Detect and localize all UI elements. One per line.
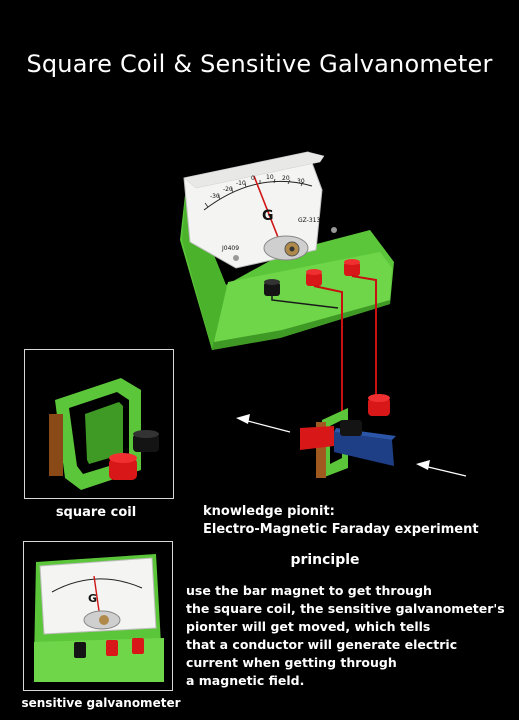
principle-line: that a conductor will generate electric bbox=[186, 637, 458, 652]
principle-heading: principle bbox=[290, 552, 360, 568]
meter-right-marking: GZ-313 bbox=[298, 217, 320, 224]
knowledge-topic: Electro-Magnetic Faraday experiment bbox=[203, 522, 479, 537]
coil-with-magnet bbox=[300, 394, 396, 478]
magnet-blue-pole bbox=[334, 432, 394, 466]
page-title: Square Coil & Sensitive Galvanometer bbox=[26, 50, 493, 78]
meter-left-marking: J0409 bbox=[221, 245, 239, 252]
principle-line: current when getting through bbox=[186, 655, 397, 670]
principle-line: the square coil, the sensitive galvanome… bbox=[186, 601, 505, 616]
magnet-red-pole bbox=[300, 426, 334, 450]
meter-tick-label: 0 bbox=[251, 175, 255, 182]
galvanometer-picture: G bbox=[34, 554, 164, 682]
sensitive-galvanometer-caption: sensitive galvanometer bbox=[21, 696, 181, 710]
motion-arrow-right bbox=[416, 460, 467, 477]
principle-line: pionter will get moved, which tells bbox=[186, 619, 431, 634]
meter-tick-label: 20 bbox=[282, 175, 290, 182]
principle-line: a magnetic field. bbox=[186, 673, 305, 688]
sensitive-galvanometer-thumbnail: G bbox=[23, 541, 173, 691]
principle-line: use the bar magnet to get through bbox=[186, 583, 432, 598]
meter-tick-label: -20 bbox=[223, 186, 233, 193]
red-wires bbox=[271, 275, 377, 420]
galvanometer-terminals bbox=[264, 259, 360, 296]
thumb-meter-letter: G bbox=[88, 592, 97, 605]
meter-letter: G bbox=[262, 208, 274, 224]
meter-tick-label: 30 bbox=[297, 178, 305, 185]
meter-tick-label: -30 bbox=[210, 193, 220, 200]
square-coil-thumbnail bbox=[24, 349, 174, 499]
meter-tick-label: -10 bbox=[236, 180, 246, 187]
knowledge-point: knowledge pionit: Electro-Magnetic Farad… bbox=[203, 503, 513, 539]
principle-text: use the bar magnet to get through the sq… bbox=[186, 582, 516, 690]
galvanometer-main bbox=[180, 151, 394, 350]
knowledge-label: knowledge pionit: bbox=[203, 504, 335, 519]
meter-scale-ticks bbox=[204, 178, 304, 208]
square-coil-picture bbox=[49, 378, 159, 490]
meter-tick-label: 10 bbox=[266, 174, 274, 181]
motion-arrow-left bbox=[236, 414, 291, 433]
square-coil-caption: square coil bbox=[55, 505, 137, 520]
